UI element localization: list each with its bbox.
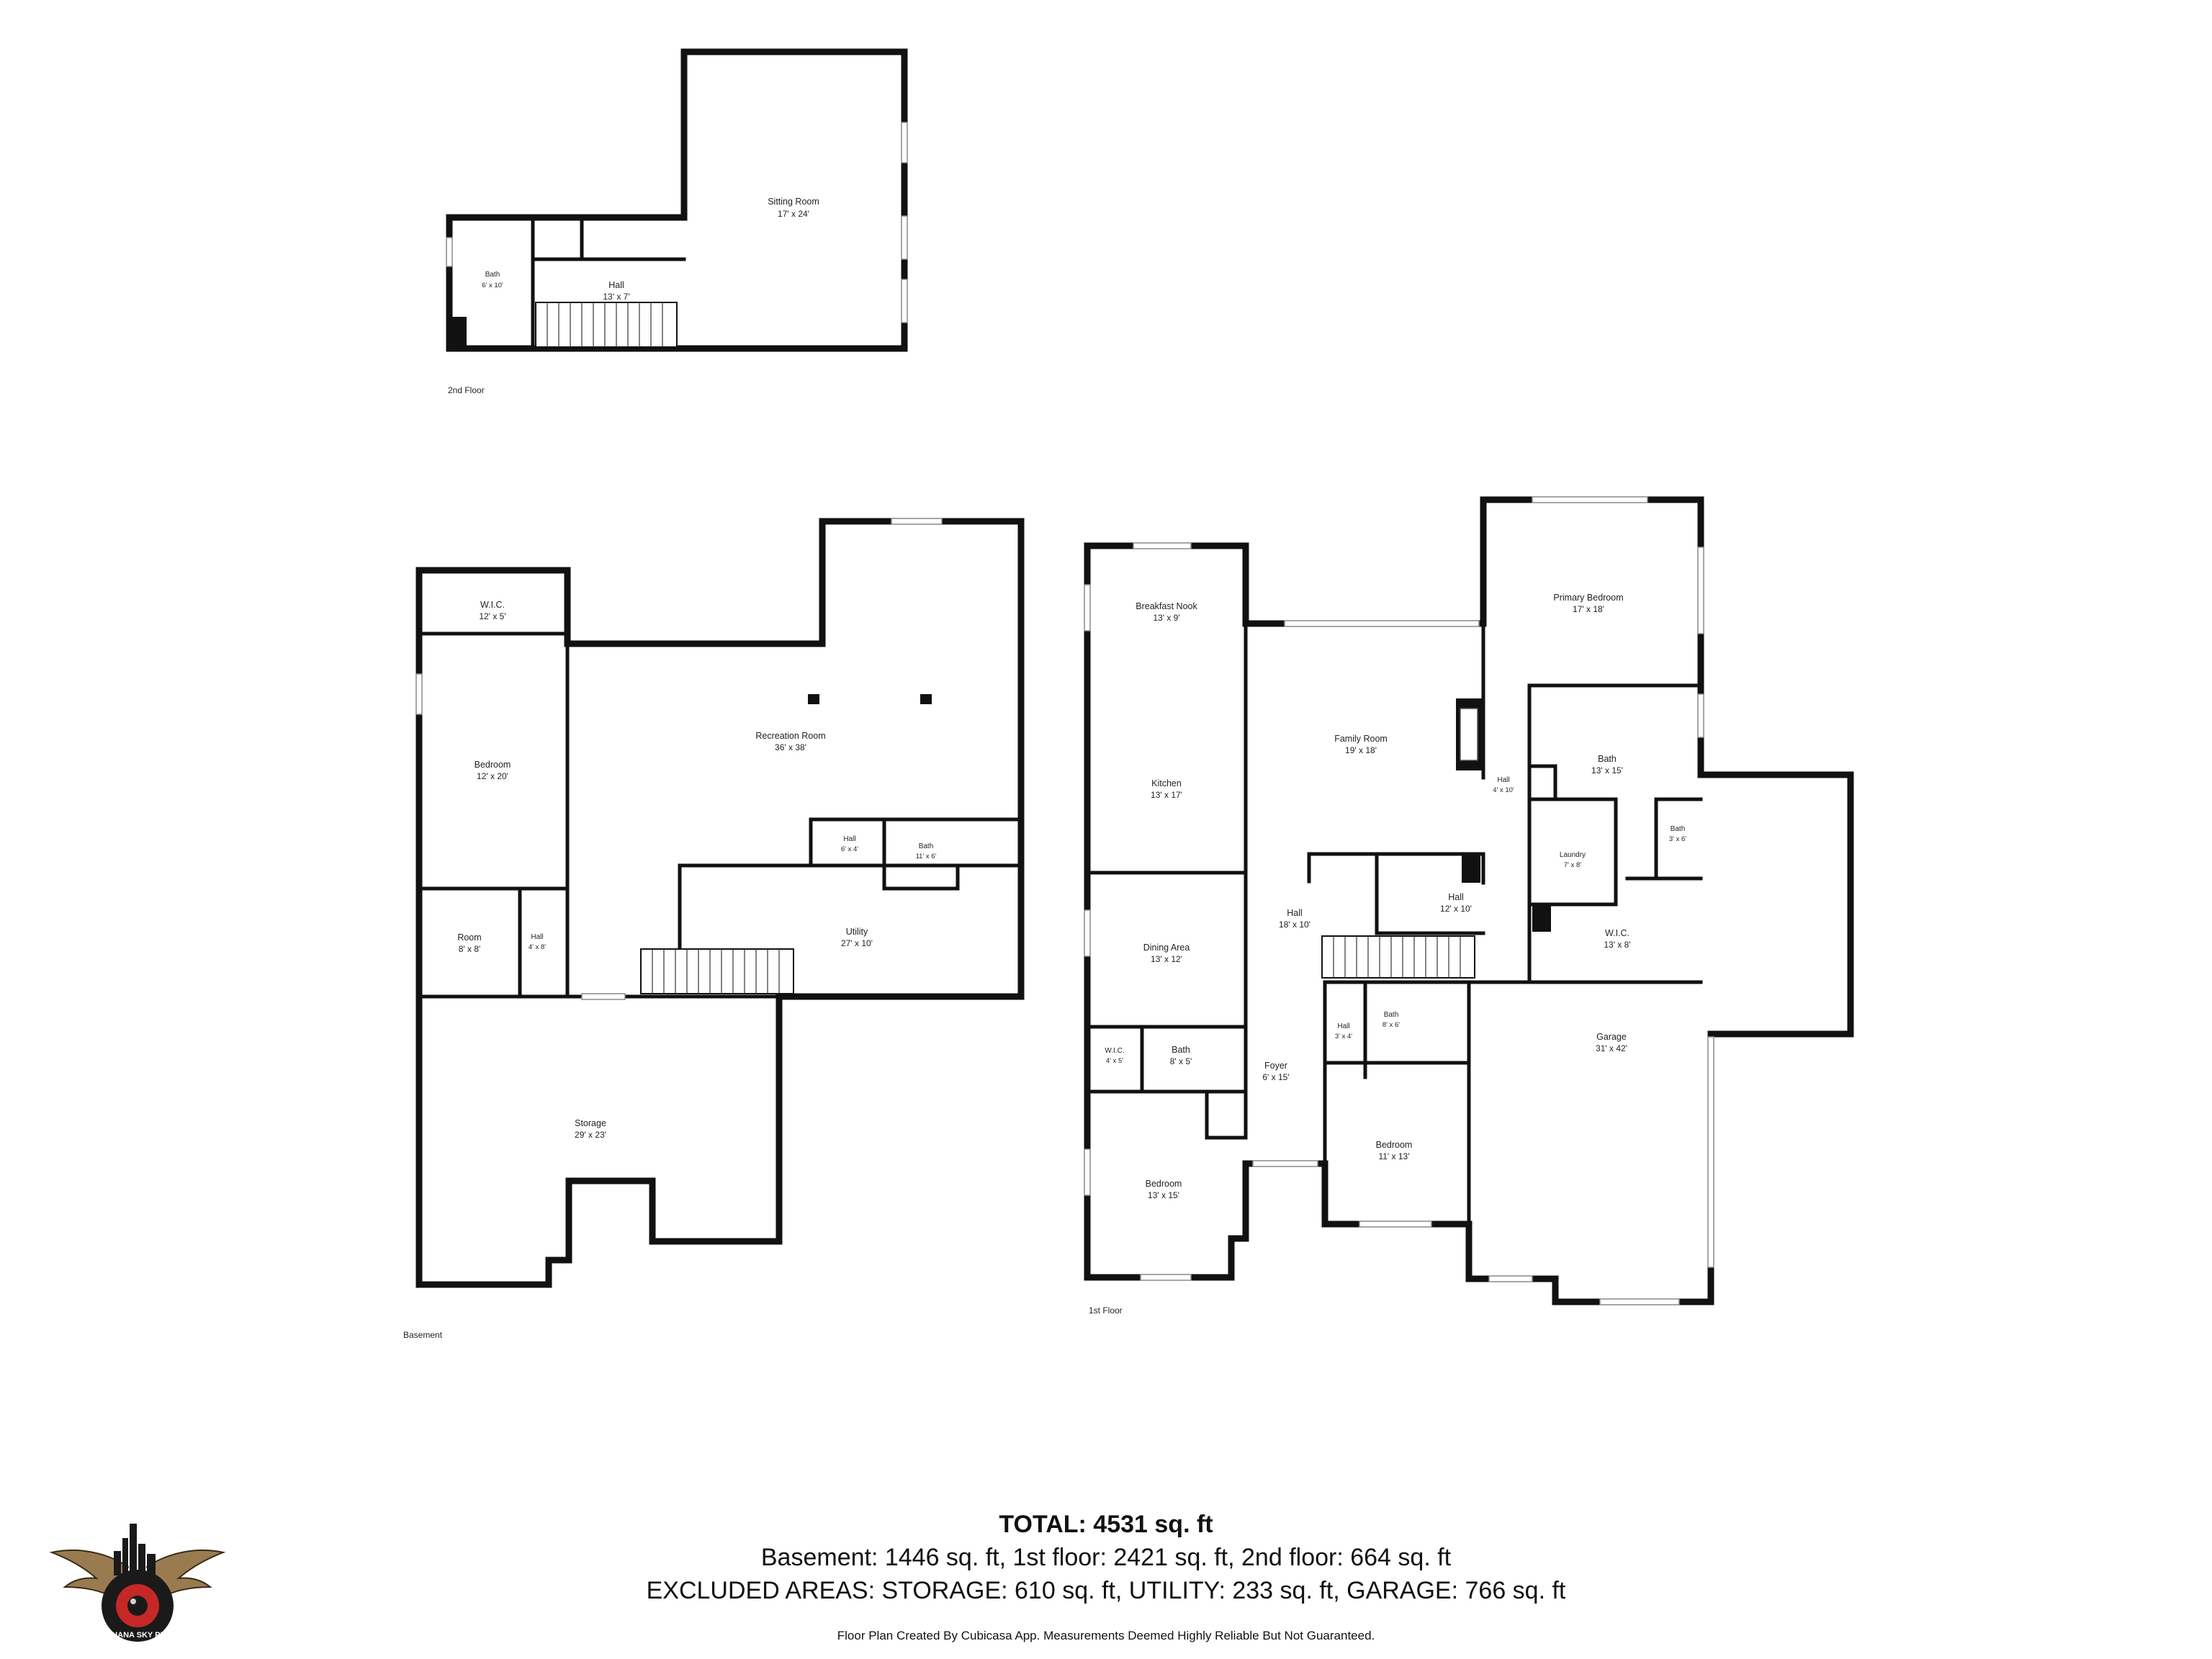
stairs-basement <box>640 948 794 994</box>
indiana-sky-pics-logo: INDIANA SKY PICS <box>49 1524 226 1642</box>
room-dims: 13' x 8' <box>1604 940 1630 950</box>
room-name: Garage <box>1596 1032 1627 1042</box>
room-name: Recreation Room <box>755 731 825 741</box>
room-dims: 8' x 8' <box>459 944 481 954</box>
room-dims: 13' x 17' <box>1151 790 1182 800</box>
room-name: Bath <box>1384 1011 1399 1019</box>
room-dims: 6' x 10' <box>482 282 503 289</box>
room-name: Dining Area <box>1143 943 1190 953</box>
room-name: Hall <box>1448 892 1464 902</box>
room-dims: 6' x 4' <box>841 845 858 853</box>
room-dims: 19' x 18' <box>1345 745 1377 755</box>
room-name: Bath <box>1598 754 1617 764</box>
logo-text: INDIANA SKY PICS <box>102 1631 174 1640</box>
room-name: Utility <box>846 927 868 937</box>
room-dims: 31' x 42' <box>1596 1043 1627 1053</box>
basement-floor: W.I.C. 12' x 5' Bedroom 12' x 20' Recrea… <box>403 518 1025 1340</box>
room-name: Hall <box>608 280 624 290</box>
room-dims: 4' x 8' <box>529 943 546 951</box>
room-dims: 6' x 15' <box>1262 1072 1289 1082</box>
room-name: Hall <box>1287 908 1303 918</box>
room-dims: 13' x 9' <box>1153 613 1179 623</box>
room-dims: 3' x 6' <box>1669 835 1686 843</box>
room-dims: 12' x 10' <box>1440 904 1472 914</box>
room-name: W.I.C. <box>1605 928 1629 938</box>
room-dims: 7' x 8' <box>1564 861 1581 869</box>
room-name: Bedroom <box>475 760 511 770</box>
room-name: Breakfast Nook <box>1136 601 1197 611</box>
room-dims: 8' x 5' <box>1170 1056 1192 1066</box>
floor-areas: Basement: 1446 sq. ft, 1st floor: 2421 s… <box>760 1544 1452 1571</box>
room-dims: 4' x 10' <box>1493 786 1514 794</box>
room-dims: 13' x 15' <box>1148 1190 1179 1200</box>
room-name: Family Room <box>1334 734 1388 744</box>
stairs-1st <box>1321 935 1475 979</box>
room-name: Hall <box>1337 1022 1349 1030</box>
room-name: Bath <box>1671 825 1686 833</box>
first-floor: Breakfast Nook 13' x 9' Kitchen 13' x 17… <box>1084 496 1854 1316</box>
room-name: Bath <box>919 842 934 850</box>
room-dims: 12' x 5' <box>479 611 505 621</box>
room-name: Hall <box>1497 776 1509 784</box>
room-name: Foyer <box>1264 1061 1287 1071</box>
room-dims: 8' x 6' <box>1382 1021 1400 1029</box>
room-name: Sitting Room <box>768 197 819 207</box>
room-dims: 13' x 12' <box>1151 954 1182 964</box>
room-name: Kitchen <box>1151 778 1182 788</box>
room-name: W.I.C. <box>1105 1047 1124 1055</box>
room-name: Hall <box>531 933 543 941</box>
second-floor: Sitting Room 17' x 24' Bath 6' x 10' Hal… <box>446 48 908 395</box>
room-name: Bath <box>485 271 500 279</box>
room-name: Bath <box>1172 1045 1190 1055</box>
room-dims: 13' x 15' <box>1591 765 1623 775</box>
room-name: Primary Bedroom <box>1553 593 1623 603</box>
room-dims: 27' x 10' <box>841 938 873 948</box>
total-area: TOTAL: 4531 sq. ft <box>999 1511 1213 1538</box>
floor-label: 1st Floor <box>1089 1305 1123 1316</box>
room-name: Bedroom <box>1146 1179 1182 1189</box>
room-dims: 13' x 7' <box>603 292 629 302</box>
room-name: Storage <box>575 1118 606 1128</box>
room-dims: 17' x 18' <box>1573 604 1604 614</box>
room-name: Laundry <box>1560 851 1586 859</box>
room-dims: 4' x 5' <box>1106 1057 1123 1065</box>
room-name: Bedroom <box>1376 1140 1413 1150</box>
room-dims: 18' x 10' <box>1279 920 1310 930</box>
floor-label: Basement <box>403 1330 443 1340</box>
room-dims: 3' x 4' <box>1335 1033 1352 1040</box>
stairs-2nd <box>535 302 678 348</box>
room-name: W.I.C. <box>480 600 505 610</box>
room-name: Room <box>457 932 481 943</box>
room-name: Hall <box>843 835 855 843</box>
room-dims: 12' x 20' <box>477 771 508 781</box>
room-dims: 17' x 24' <box>778 209 809 219</box>
room-dims: 36' x 38' <box>775 742 806 752</box>
room-dims: 11' x 13' <box>1378 1151 1409 1161</box>
room-dims: 11' x 6' <box>916 853 937 860</box>
excluded-areas: EXCLUDED AREAS: STORAGE: 610 sq. ft, UTI… <box>646 1577 1566 1604</box>
room-dims: 29' x 23' <box>575 1130 606 1140</box>
disclaimer: Floor Plan Created By Cubicasa App. Meas… <box>837 1629 1375 1642</box>
floor-label: 2nd Floor <box>448 385 485 395</box>
skyline-icon <box>114 1524 156 1575</box>
